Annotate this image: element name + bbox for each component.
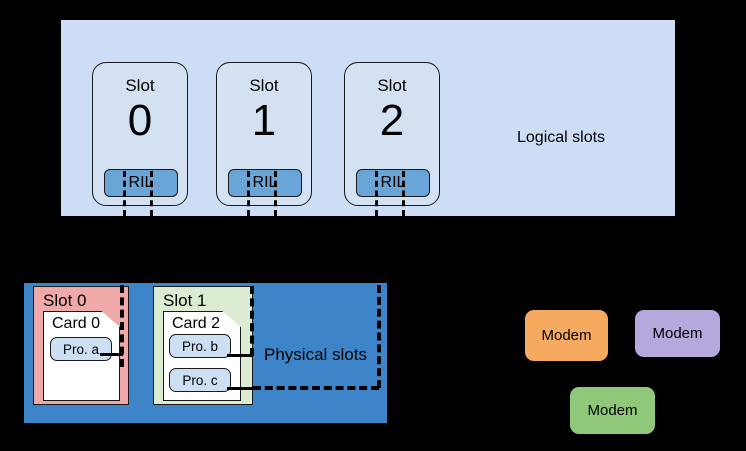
modem-3[interactable]: Modem	[570, 387, 655, 434]
pro-b-connector	[227, 354, 253, 357]
physical-slot-0[interactable]: Slot 0 Card 0 Pro. a	[33, 286, 129, 405]
logical-slots-panel: Slot 0 RIL Slot 1 RIL Slot 2 RIL Logical…	[61, 20, 675, 216]
profile-pro-c[interactable]: Pro. c	[169, 368, 231, 392]
ril-2-connector-left	[375, 171, 378, 216]
physical-boundary-dashed-bottom	[253, 386, 379, 390]
logical-slot-2-word: Slot	[377, 76, 407, 95]
pro-a-connector	[100, 353, 123, 356]
sim-card-0-title: Card 0	[52, 315, 101, 332]
sim-card-2[interactable]: Card 2 Pro. b Pro. c	[163, 311, 241, 401]
slot-1-dashed-edge	[250, 286, 254, 356]
ril-0-connector-left	[123, 171, 126, 216]
physical-boundary-dashed-right	[377, 285, 381, 388]
ril-1-connector-left	[247, 171, 250, 216]
physical-slots-panel: Slot 0 Card 0 Pro. a Slot 1 Card 2 Pro. …	[24, 283, 387, 423]
profile-pro-a[interactable]: Pro. a	[50, 337, 112, 361]
pro-c-connector	[227, 387, 257, 390]
sim-card-0[interactable]: Card 0 Pro. a	[43, 311, 120, 401]
logical-slot-2-number: 2	[379, 96, 405, 145]
logical-slot-1-number: 1	[251, 96, 277, 145]
logical-slot-1[interactable]: Slot 1 RIL	[216, 62, 312, 206]
logical-slot-1-ril[interactable]: RIL	[228, 169, 302, 197]
logical-slot-0[interactable]: Slot 0 RIL	[92, 62, 188, 206]
logical-slot-0-number: 0	[127, 96, 153, 145]
logical-slot-0-word: Slot	[125, 76, 155, 95]
physical-slot-0-title: Slot 0	[43, 291, 87, 310]
slot-0-dashed-edge	[120, 285, 124, 367]
modem-2[interactable]: Modem	[635, 310, 720, 357]
ril-0-connector-right	[150, 171, 153, 216]
ril-1-connector-right	[274, 171, 277, 216]
profile-pro-b[interactable]: Pro. b	[169, 334, 231, 358]
modem-1[interactable]: Modem	[525, 310, 608, 361]
physical-slot-1-title: Slot 1	[163, 291, 207, 310]
logical-slot-0-ril[interactable]: RIL	[104, 169, 178, 197]
logical-slot-2[interactable]: Slot 2 RIL	[344, 62, 440, 206]
physical-slots-label: Physical slots	[264, 345, 367, 364]
ril-2-connector-right	[402, 171, 405, 216]
logical-slot-2-ril[interactable]: RIL	[356, 169, 430, 197]
physical-slot-1[interactable]: Slot 1 Card 2 Pro. b Pro. c	[153, 286, 253, 405]
logical-slots-label: Logical slots	[517, 129, 606, 146]
sim-card-2-title: Card 2	[172, 315, 221, 332]
logical-slot-1-word: Slot	[249, 76, 279, 95]
